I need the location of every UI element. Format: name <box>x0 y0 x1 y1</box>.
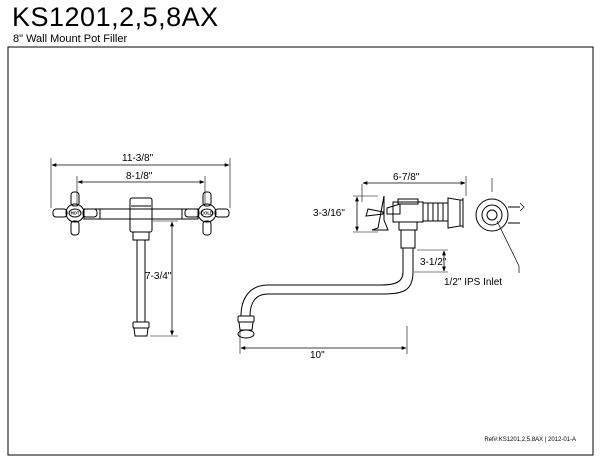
spout-reach-label: 10" <box>310 350 325 361</box>
model-title: KS1201,2,5,8AX <box>12 2 219 32</box>
depth-label: 6-7/8" <box>393 172 420 183</box>
hot-label: HOT <box>71 211 80 216</box>
model-description: 8" Wall Mount Pot Filler <box>13 33 128 45</box>
inlet-leader-line <box>496 220 520 267</box>
spout <box>240 271 414 317</box>
overall-width-label: 11-3/8" <box>122 153 154 164</box>
spout-drop-label: 3-1/2" <box>420 257 447 268</box>
side-view <box>237 176 467 354</box>
handle-height-label: 3-3/16" <box>313 208 345 219</box>
front-view <box>50 158 231 337</box>
reference-number: Ref#:KS1201,2,5,8AX | 2012-01-A <box>484 437 576 443</box>
center-width-label: 8-1/8" <box>126 171 153 182</box>
inlet-label: 1/2" IPS Inlet <box>444 277 502 288</box>
drawing-border <box>7 46 594 456</box>
inlet-detail <box>475 178 525 273</box>
cold-label: COLD <box>201 211 213 216</box>
height-label: 7-3/4" <box>145 271 172 282</box>
